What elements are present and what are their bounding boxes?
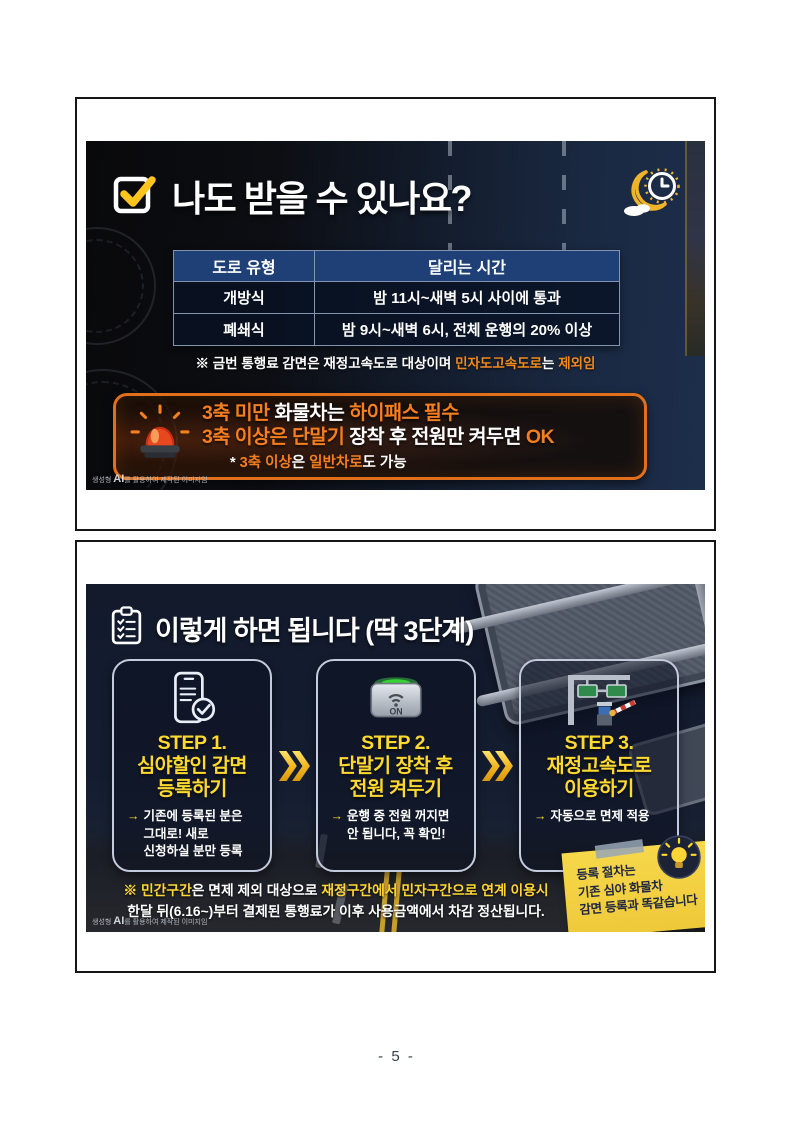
arrow-icon: → [330,809,344,824]
toll-exemption-note: ※ 금번 통행료 감면은 재정고속도로 대상이며 민자도고속도로는 제외임 [195,356,596,371]
table-cell: 폐쇄식 [173,313,315,346]
step3-description: → 자동으로 면제 적용 [521,808,677,825]
table-cell: 개방식 [173,281,315,314]
step2-description: → 운행 중 전원 꺼지면 안 됩니다, 꼭 확인! [318,808,474,843]
checkbox-check-icon [112,170,158,221]
svg-text:ON: ON [389,706,402,716]
double-chevron-icon [481,659,514,872]
table-row: 개방식 밤 11시~새벽 5시 사이에 통과 [173,281,620,314]
panel2-header: 이렇게 하면 됩니다 (딱 3단계) [110,606,474,650]
lightbulb-icon [657,835,701,884]
panel1-title: 나도 받을 수 있나요? [172,177,472,219]
step-card-1: STEP 1. 심야할인 감면 등록하기 → 기존에 등록된 분은 그대로! 새… [112,659,272,872]
table-cell: 밤 9시~새벽 6시, 전체 운행의 20% 이상 [314,313,620,346]
lane-line-decoration [562,141,566,279]
road-type-table: 도로 유형 달리는 시간 개방식 밤 11시~새벽 5시 사이에 통과 폐쇄식 … [173,250,620,346]
truck-edge-decoration [685,141,705,356]
ai-watermark: 생성형 AI를 활용하여 제작된 이미지임 [92,915,208,927]
note-line-2: 한달 뒤(6.16~)부터 결제된 통행료가 이후 사용금액에서 차감 정산됩니… [127,903,545,919]
steps-infographic: 이렇게 하면 됩니다 (딱 3단계) [86,584,705,932]
arrow-icon: → [534,809,547,824]
infographic-frame-1: 나도 받을 수 있나요? 도로 유형 달리는 [75,97,716,531]
table-header-row: 도로 유형 달리는 시간 [173,250,620,282]
arrow-icon: → [127,809,140,824]
step-card-3: STEP 3. 재정고속도로 이용하기 → 자동으로 면제 적용 [519,659,679,872]
hipass-terminal-icon: ON [318,670,474,728]
siren-icon [130,404,190,469]
alert-line-1: 3축 미만 화물차는 하이패스 필수 [202,401,459,424]
moon-clock-icon [619,165,683,226]
private-section-note: ※ 민간구간은 면제 제외 대상으로 재정구간에서 민자구간으로 연계 이용시 … [86,881,586,922]
step-card-2: ON STEP 2. 단말기 장착 후 전원 켜두기 → 운행 중 전원 꺼지면… [315,659,476,872]
table-cell: 밤 11시~새벽 5시 사이에 통과 [314,281,620,314]
clipboard-icon [110,606,143,650]
phone-check-icon [114,670,270,728]
ai-watermark: 생성형 AI를 활용하여 제작된 이미지임 [92,473,208,485]
lane-line-decoration [448,141,452,266]
truck-axle-alert-box: 3축 미만 화물차는 하이패스 필수 3축 이상은 단말기 장착 후 전원만 켜… [113,393,647,480]
infographic-frame-2: 이렇게 하면 됩니다 (딱 3단계) [75,540,716,973]
step1-description: → 기존에 등록된 분은 그대로! 새로 신청하실 분만 등록 [114,808,270,860]
eligibility-infographic: 나도 받을 수 있나요? 도로 유형 달리는 [86,141,705,490]
panel2-title: 이렇게 하면 됩니다 (딱 3단계) [155,615,474,646]
step1-title: STEP 1. 심야할인 감면 등록하기 [137,732,247,800]
step2-title: STEP 2. 단말기 장착 후 전원 켜두기 [338,732,453,800]
note-line-1: ※ 민간구간은 면제 제외 대상으로 재정구간에서 민자구간으로 연계 이용시 [123,883,549,898]
double-chevron-icon [278,659,310,872]
step3-title: STEP 3. 재정고속도로 이용하기 [546,732,652,800]
speedometer-decoration [86,227,156,345]
tollgate-icon [521,670,677,728]
table-row: 폐쇄식 밤 9시~새벽 6시, 전체 운행의 20% 이상 [173,313,620,346]
steps-row: STEP 1. 심야할인 감면 등록하기 → 기존에 등록된 분은 그대로! 새… [112,659,679,872]
alert-line-2: 3축 이상은 단말기 장착 후 전원만 켜두면 OK [202,426,555,448]
page-number: - 5 - [378,1048,415,1065]
column-header-road-type: 도로 유형 [173,250,315,282]
alert-text: 3축 미만 화물차는 하이패스 필수 3축 이상은 단말기 장착 후 전원만 켜… [202,401,555,473]
panel1-header: 나도 받을 수 있나요? [112,165,683,226]
alert-line-3: * 3축 이상은 일반차로도 가능 [230,455,407,472]
column-header-driving-time: 달리는 시간 [314,250,620,282]
